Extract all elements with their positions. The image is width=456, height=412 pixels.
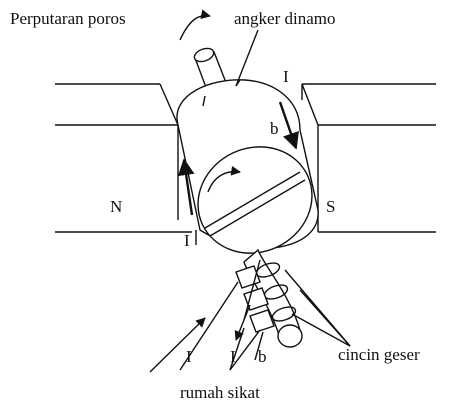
label-north-pole: N	[110, 197, 122, 216]
magnet-south	[302, 84, 436, 232]
label-armature: angker dinamo	[234, 9, 336, 28]
label-b-top: b	[270, 119, 279, 138]
label-current-top: I	[283, 67, 289, 86]
label-current-left: I	[184, 231, 190, 250]
label-current-bottom-1: I	[186, 347, 192, 366]
label-slip-rings: cincin geser	[338, 345, 420, 364]
label-brush-housing: rumah sikat	[180, 383, 260, 402]
label-shaft-rotation: Perputaran poros	[10, 9, 126, 28]
label-south-pole: S	[326, 197, 335, 216]
label-b-bottom: b	[258, 347, 267, 366]
armature-cylinder	[177, 80, 330, 272]
magnet-north	[55, 84, 192, 232]
label-current-bottom-2: I	[230, 347, 236, 366]
slip-ring-assembly	[236, 250, 302, 347]
